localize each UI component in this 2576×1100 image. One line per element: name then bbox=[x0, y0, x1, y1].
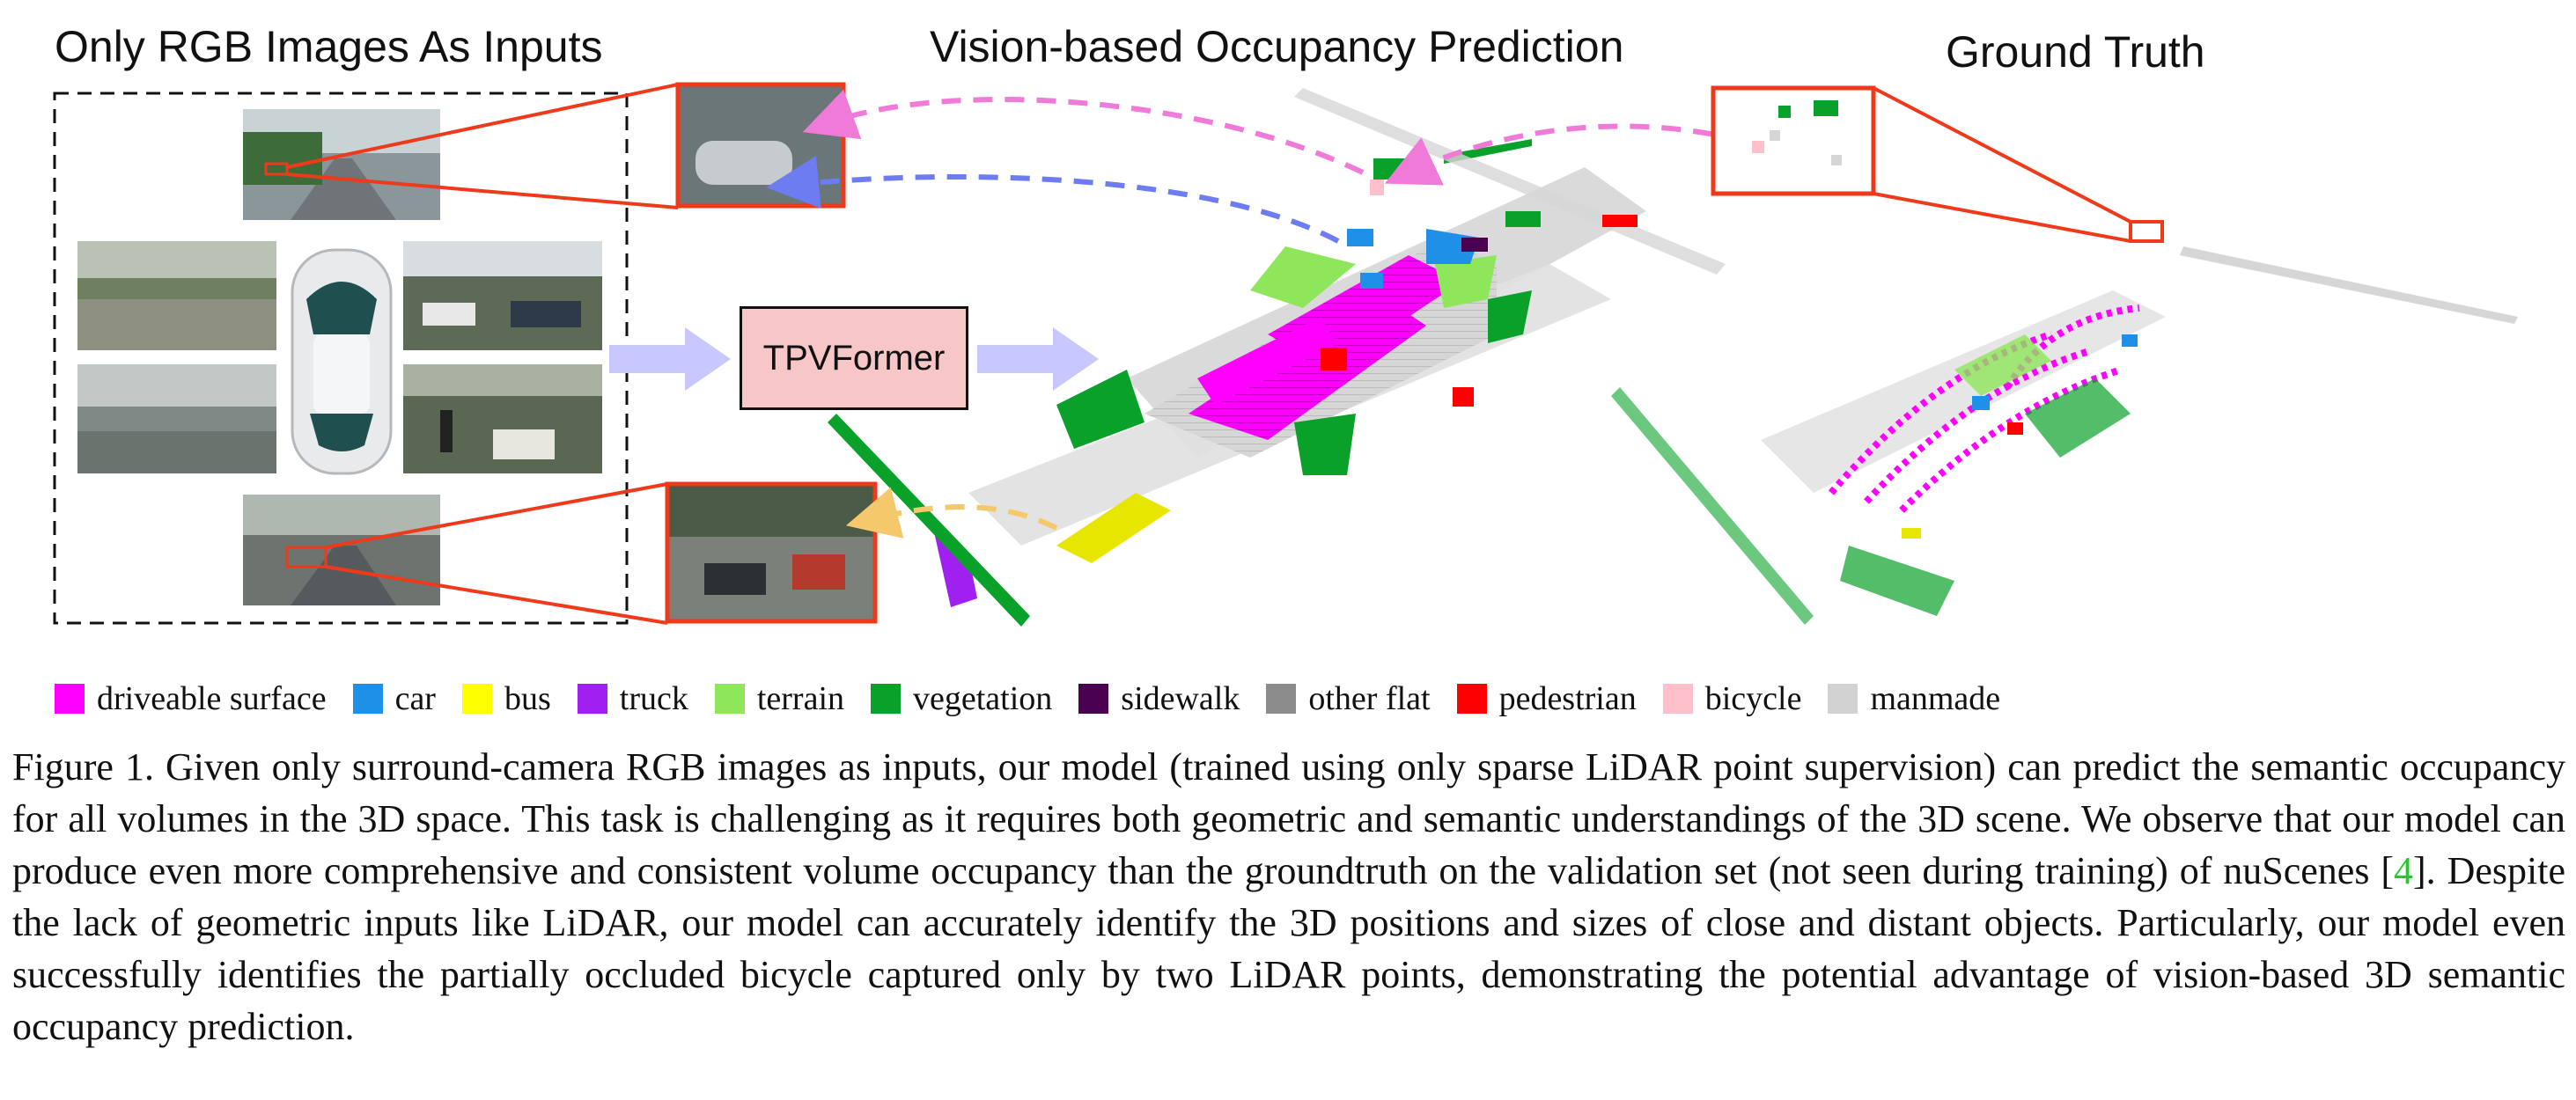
legend-label: other flat bbox=[1308, 680, 1431, 717]
bicycle-arrow-left bbox=[802, 89, 1365, 175]
caption-text-part2: ]. Despite the lack of geometric inputs … bbox=[12, 849, 2566, 1048]
legend-item-other-flat: other flat bbox=[1266, 679, 1431, 718]
bus-arrow bbox=[845, 487, 1058, 539]
prediction-heading: Vision-based Occupancy Prediction bbox=[930, 22, 1624, 71]
front-zoom-callout bbox=[675, 82, 846, 209]
ego-car-icon bbox=[291, 248, 393, 475]
legend-label: car bbox=[394, 680, 436, 717]
ground-truth-scene bbox=[1611, 85, 2518, 625]
legend-label: sidewalk bbox=[1121, 680, 1240, 717]
legend-item-vegetation: vegetation bbox=[871, 679, 1052, 718]
figure-1: Only RGB Images As Inputs Vision-based O… bbox=[53, 22, 2518, 627]
legend-swatch bbox=[714, 684, 745, 714]
legend-swatch bbox=[871, 684, 901, 714]
legend-swatch bbox=[1456, 684, 1487, 714]
back-right-camera-image bbox=[403, 364, 602, 473]
legend-label: bus bbox=[504, 680, 551, 717]
front-left-camera-image bbox=[77, 241, 276, 350]
back-callout-leader bbox=[325, 482, 668, 549]
legend-swatch bbox=[1078, 684, 1109, 714]
legend-item-terrain: terrain bbox=[714, 679, 844, 718]
bicycle-arrow-right bbox=[1384, 123, 1744, 186]
inputs-heading: Only RGB Images As Inputs bbox=[55, 22, 603, 71]
back-left-camera-image bbox=[77, 364, 276, 473]
prediction-scene bbox=[828, 88, 1726, 627]
legend-label: vegetation bbox=[913, 680, 1053, 717]
input-arrow bbox=[609, 327, 731, 391]
legend-swatch bbox=[352, 684, 383, 714]
legend-item-sidewalk: sidewalk bbox=[1078, 679, 1240, 718]
car-arrow bbox=[766, 156, 1340, 244]
legend-swatch bbox=[1662, 684, 1693, 714]
legend-label: bicycle bbox=[1704, 680, 1802, 717]
legend-swatch bbox=[55, 684, 85, 714]
gt-zoom-callout bbox=[1711, 85, 1876, 196]
legend-label: terrain bbox=[756, 680, 844, 717]
legend-swatch bbox=[461, 684, 492, 714]
figure-graphics bbox=[53, 82, 2518, 627]
legend-swatch bbox=[1266, 684, 1297, 714]
semantic-legend: driveable surface car bus truck terrain … bbox=[55, 678, 2546, 720]
legend-item-driveable-surface: driveable surface bbox=[55, 679, 327, 718]
citation-link[interactable]: 4 bbox=[2394, 849, 2414, 892]
output-arrow bbox=[977, 327, 1099, 391]
legend-item-bicycle: bicycle bbox=[1662, 679, 1802, 718]
legend-label: truck bbox=[619, 680, 688, 717]
front-right-camera-image bbox=[403, 241, 602, 350]
legend-item-car: car bbox=[352, 679, 436, 718]
legend-label: driveable surface bbox=[97, 680, 327, 717]
legend-item-bus: bus bbox=[461, 679, 551, 718]
ground-truth-heading: Ground Truth bbox=[1946, 27, 2205, 77]
legend-label: manmade bbox=[1870, 680, 2001, 717]
front-callout-leader bbox=[286, 83, 679, 169]
figure-caption: Figure 1. Given only surround-camera RGB… bbox=[12, 741, 2565, 1052]
legend-item-truck: truck bbox=[577, 679, 688, 718]
legend-swatch bbox=[577, 684, 607, 714]
back-camera-image bbox=[243, 495, 440, 605]
legend-swatch bbox=[1828, 684, 1858, 714]
tpvformer-model-box: TPVFormer bbox=[740, 306, 968, 410]
back-zoom-callout bbox=[665, 481, 878, 624]
legend-item-pedestrian: pedestrian bbox=[1456, 679, 1637, 718]
legend-item-manmade: manmade bbox=[1828, 679, 2000, 718]
caption-text-part1: Figure 1. Given only surround-camera RGB… bbox=[12, 745, 2565, 892]
legend-label: pedestrian bbox=[1498, 680, 1637, 717]
